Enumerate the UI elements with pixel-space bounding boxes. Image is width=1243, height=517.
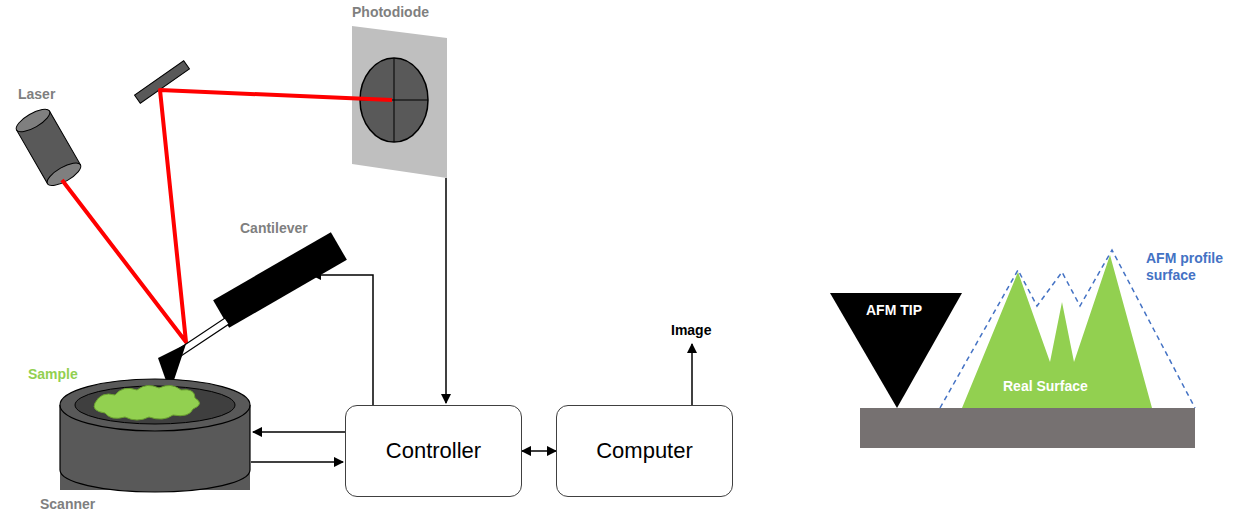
process-box: Controller — [345, 405, 522, 497]
signal-arrow — [251, 461, 343, 463]
substrate — [860, 408, 1195, 448]
part-label: Sample — [28, 366, 78, 383]
connector-arrow — [522, 450, 556, 452]
part-label: Scanner — [40, 496, 95, 513]
laser-back-cap — [13, 105, 53, 136]
output-arrow — [691, 344, 693, 405]
cantilever-chip — [213, 232, 347, 328]
afm-tip-shape — [830, 293, 962, 408]
profile-label: AFM profile surface — [1146, 250, 1238, 284]
output-label: Image — [671, 322, 711, 339]
signal-arrow — [312, 275, 373, 405]
signal-arrow — [445, 178, 447, 403]
tip-label: AFM TIP — [866, 302, 922, 319]
surface-label: Real Surface — [1003, 378, 1088, 395]
scanner-stage — [75, 386, 235, 424]
photodiode-panel — [352, 26, 447, 178]
box-label: Controller — [386, 438, 481, 464]
part-label: Photodiode — [352, 4, 429, 21]
part-label: Cantilever — [240, 220, 308, 237]
sample-blob — [94, 385, 199, 420]
scanner-top — [60, 379, 250, 431]
laser-body — [13, 105, 84, 190]
signal-arrow — [253, 431, 345, 433]
process-box: Computer — [556, 405, 733, 497]
part-label: Laser — [18, 86, 55, 103]
laser-beam — [62, 90, 392, 342]
real-surface-shape — [962, 255, 1152, 408]
cantilever-holder — [213, 232, 347, 328]
box-label: Computer — [596, 438, 693, 464]
